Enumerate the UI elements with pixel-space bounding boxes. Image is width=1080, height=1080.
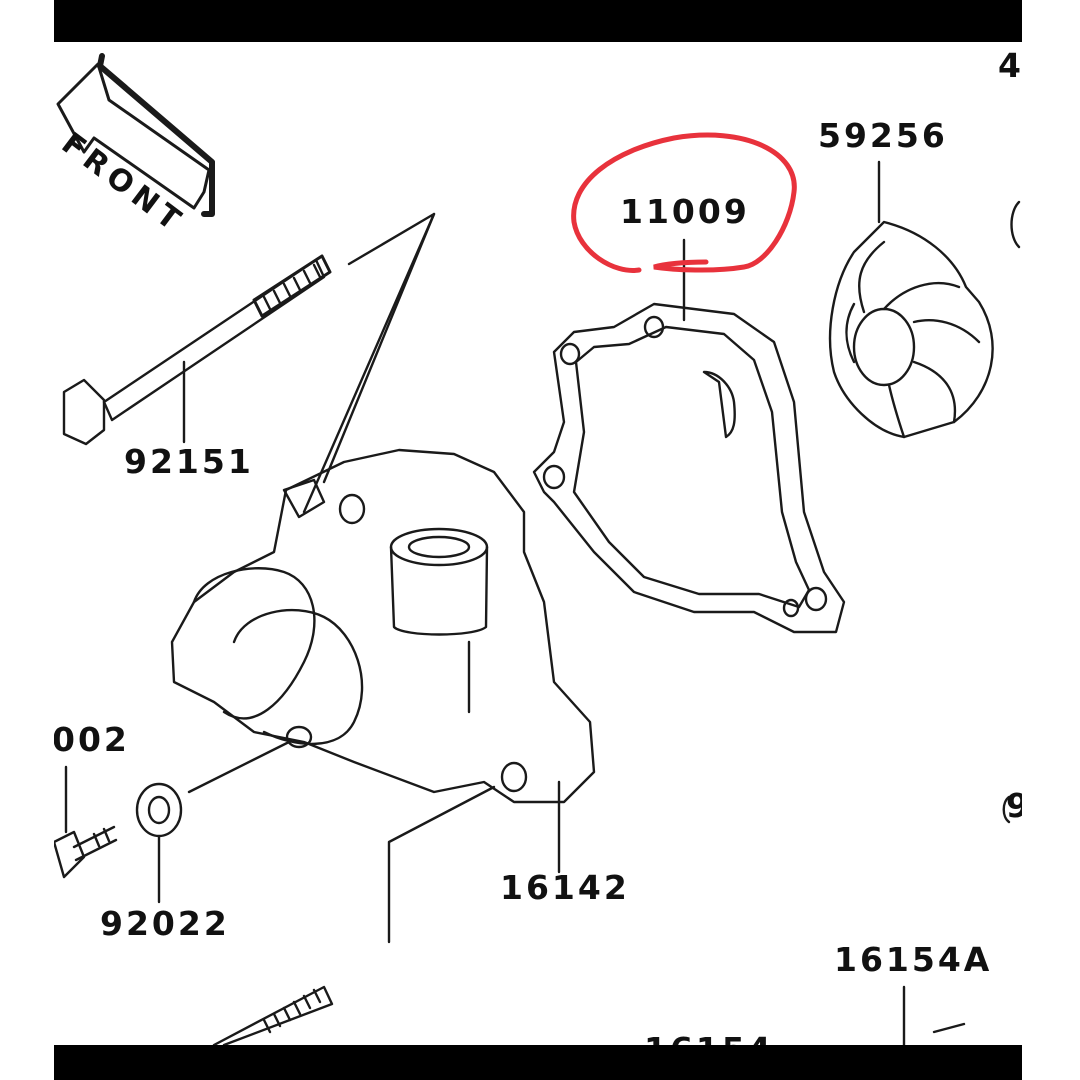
bolt-92151-drawing [62, 254, 332, 446]
part-number-9-partial: 9 [1006, 786, 1022, 825]
part-number-16154A: 16154A [834, 940, 993, 979]
washer-92022-drawing [135, 740, 291, 904]
part-number-11009: 11009 [620, 192, 750, 231]
parts-diagram-sheet: FRONT 11009 59256 92151 16142 92022 1615… [54, 42, 1022, 1045]
front-arrow-icon [56, 53, 215, 217]
housing-16142-drawing [170, 448, 596, 874]
stud-bottom-drawing [212, 785, 496, 1045]
part-number-92022: 92022 [100, 904, 230, 943]
part-number-16154-partial: 16154 [644, 1030, 774, 1045]
part-number-16142: 16142 [500, 868, 630, 907]
part-number-59256: 59256 [818, 116, 948, 155]
part-number-92151: 92151 [124, 442, 254, 481]
diagram-drawing [54, 53, 1021, 1045]
bolt-92002-drawing [54, 765, 118, 879]
top-black-bar [54, 0, 1022, 42]
gasket-11009-drawing [532, 238, 846, 634]
part-number-4-partial: 4 [998, 46, 1022, 85]
impeller-59256-drawing [828, 160, 1021, 439]
red-highlight-circle [571, 132, 797, 273]
part-number-002: 002 [54, 720, 130, 759]
bottom-black-bar [54, 1045, 1022, 1080]
